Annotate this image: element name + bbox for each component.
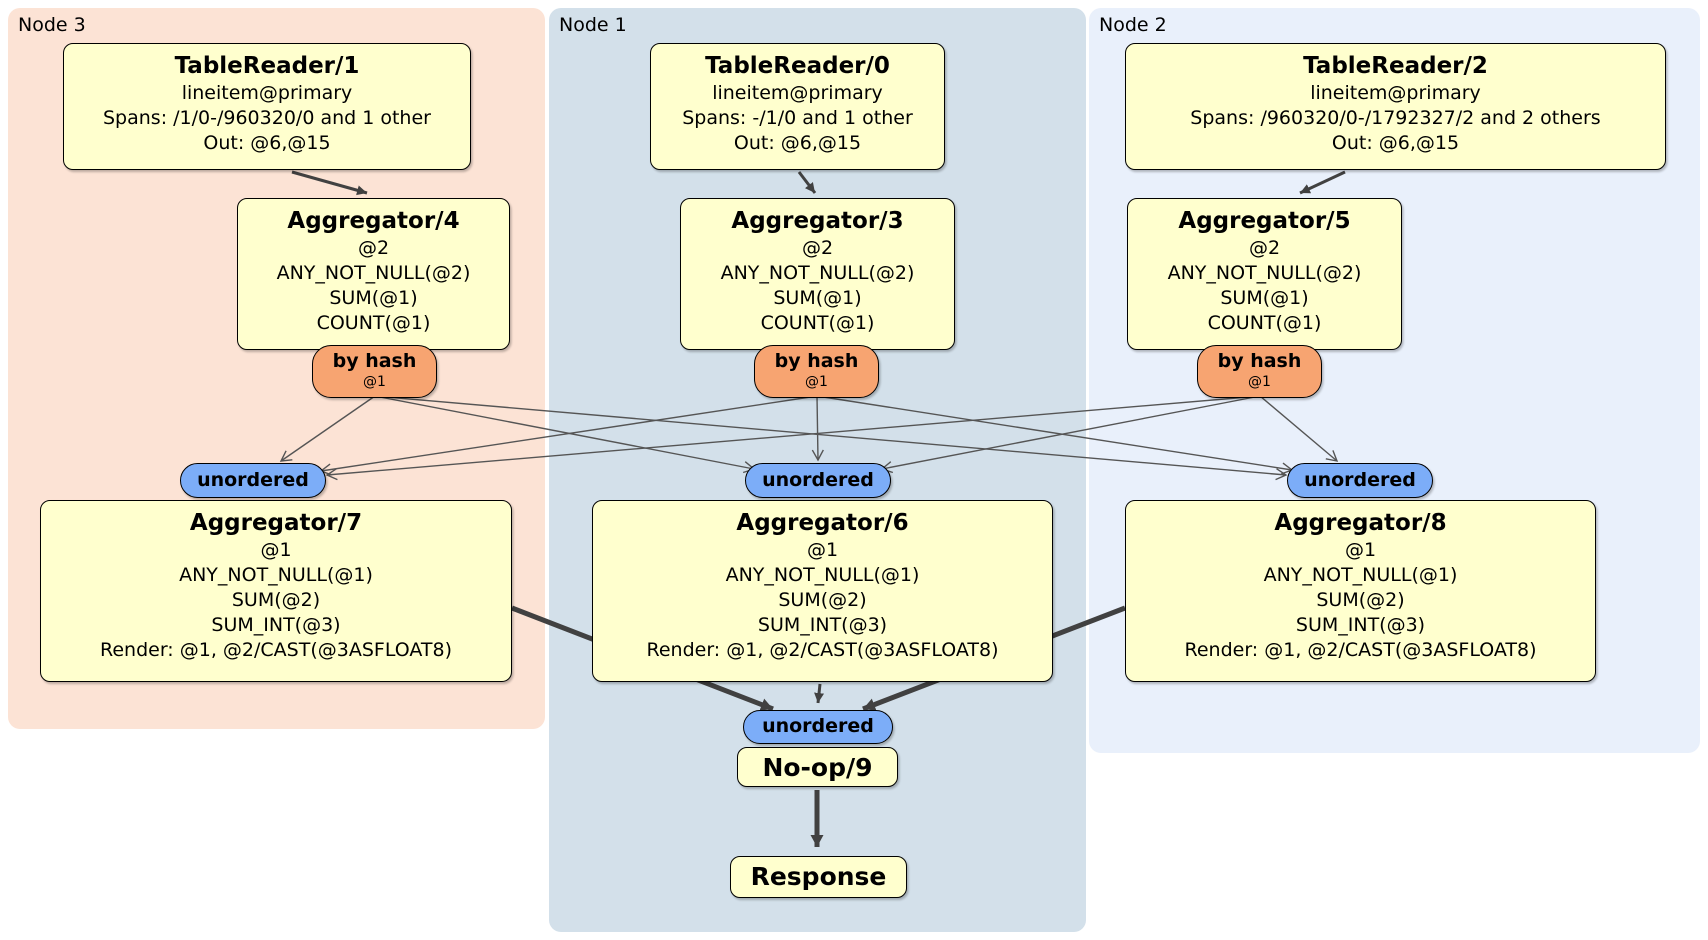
edge xyxy=(797,171,817,194)
edge xyxy=(325,395,1261,481)
hash-router-left: by hash @1 xyxy=(312,345,437,398)
reader-to-aggregator-arrows xyxy=(291,170,1346,704)
box-line: @1 xyxy=(260,539,292,561)
aggregator-7-box: Aggregator/7 @1 ANY_NOT_NULL(@1) SUM(@2)… xyxy=(40,500,512,682)
box-line: @1 xyxy=(806,539,839,561)
box-line: ANY_NOT_NULL(@1) xyxy=(1263,564,1458,586)
box-line: SUM(@1) xyxy=(1220,287,1309,309)
box-title: TableReader/1 xyxy=(174,53,360,79)
box-title: TableReader/2 xyxy=(1303,53,1488,79)
box-line: SUM(@2) xyxy=(1316,589,1405,611)
router-label: by hash xyxy=(1217,350,1302,372)
response-box: Response xyxy=(730,856,907,898)
aggregator-8-box: Aggregator/8 @1 ANY_NOT_NULL(@1) SUM(@2)… xyxy=(1125,500,1596,682)
router-sublabel: @1 xyxy=(805,374,828,390)
edge xyxy=(816,395,1294,475)
box-line: ANY_NOT_NULL(@1) xyxy=(179,564,373,586)
router-sublabel: @1 xyxy=(363,374,386,390)
box-line: COUNT(@1) xyxy=(316,312,431,334)
router-label: by hash xyxy=(332,350,417,372)
unordered-sync-left: unordered xyxy=(180,463,326,498)
tablereader-2-box: TableReader/2 lineitem@primary Spans: /9… xyxy=(1125,43,1666,170)
box-title: TableReader/0 xyxy=(705,53,890,79)
box-line: ANY_NOT_NULL(@2) xyxy=(720,262,915,284)
unordered-sync-center: unordered xyxy=(745,463,891,498)
noop-9-box: No-op/9 xyxy=(737,747,898,787)
box-line: Spans: /960320/0-/1792327/2 and 2 others xyxy=(1190,107,1601,129)
box-line: SUM_INT(@3) xyxy=(757,614,888,636)
hash-router-center: by hash @1 xyxy=(754,345,879,398)
node2-label: Node 2 xyxy=(1099,14,1167,36)
edge xyxy=(291,170,368,196)
box-line: Out: @6,@15 xyxy=(733,132,862,154)
box-line: ANY_NOT_NULL(@2) xyxy=(276,262,471,284)
tablereader-0-box: TableReader/0 lineitem@primary Spans: -/… xyxy=(650,43,945,170)
aggregator-6-box: Aggregator/6 @1 ANY_NOT_NULL(@1) SUM(@2)… xyxy=(592,500,1053,682)
unordered-sync-final: unordered xyxy=(743,710,893,744)
edge xyxy=(374,395,756,474)
edge xyxy=(279,395,376,462)
aggregator-3-box: Aggregator/3 @2 ANY_NOT_NULL(@2) SUM(@1)… xyxy=(680,198,955,350)
box-line: SUM_INT(@3) xyxy=(211,614,341,636)
box-line: @2 xyxy=(801,237,834,259)
box-line: SUM(@1) xyxy=(329,287,418,309)
box-line: ANY_NOT_NULL(@2) xyxy=(1167,262,1362,284)
tablereader-1-box: TableReader/1 lineitem@primary Spans: /1… xyxy=(63,43,471,170)
box-line: @2 xyxy=(357,237,390,259)
box-line: ANY_NOT_NULL(@1) xyxy=(725,564,920,586)
hash-router-right: by hash @1 xyxy=(1197,345,1322,398)
edge xyxy=(814,683,825,704)
box-title: Aggregator/8 xyxy=(1274,510,1447,536)
box-title: Aggregator/5 xyxy=(1178,208,1351,234)
box-title: Aggregator/4 xyxy=(287,208,460,234)
box-title: Aggregator/7 xyxy=(189,510,363,536)
box-title: Response xyxy=(750,862,887,891)
edge xyxy=(1299,170,1346,195)
box-line: lineitem@primary xyxy=(181,82,353,104)
box-line: SUM_INT(@3) xyxy=(1295,614,1426,636)
router-sublabel: @1 xyxy=(1248,374,1271,390)
box-line: @1 xyxy=(1344,539,1377,561)
box-line: @2 xyxy=(1248,237,1281,259)
node1-label: Node 1 xyxy=(559,14,627,36)
edge xyxy=(374,395,1288,481)
box-line: Render: @1, @2/CAST(@3ASFLOAT8) xyxy=(646,639,999,661)
box-line: Out: @6,@15 xyxy=(203,132,331,154)
edge xyxy=(319,395,818,476)
box-title: Aggregator/3 xyxy=(731,208,904,234)
box-line: COUNT(@1) xyxy=(1207,312,1322,334)
edge xyxy=(880,395,1261,474)
aggregator-4-box: Aggregator/4 @2 ANY_NOT_NULL(@2) SUM(@1)… xyxy=(237,198,510,350)
box-line: Render: @1, @2/CAST(@3ASFLOAT8) xyxy=(100,639,452,661)
router-label: by hash xyxy=(774,350,859,372)
box-title: Aggregator/6 xyxy=(736,510,909,536)
edge xyxy=(811,395,824,462)
box-line: SUM(@2) xyxy=(231,589,321,611)
node3-label: Node 3 xyxy=(18,14,86,36)
box-line: lineitem@primary xyxy=(712,82,883,104)
box-line: COUNT(@1) xyxy=(760,312,875,334)
aggregator-5-box: Aggregator/5 @2 ANY_NOT_NULL(@2) SUM(@1)… xyxy=(1127,198,1402,350)
box-line: Spans: /1/0-/960320/0 and 1 other xyxy=(103,107,431,129)
box-line: SUM(@2) xyxy=(778,589,867,611)
box-line: Render: @1, @2/CAST(@3ASFLOAT8) xyxy=(1184,639,1537,661)
box-line: lineitem@primary xyxy=(1310,82,1481,104)
box-line: SUM(@1) xyxy=(773,287,862,309)
box-line: Out: @6,@15 xyxy=(1331,132,1460,154)
unordered-sync-right: unordered xyxy=(1287,463,1433,498)
box-line: Spans: -/1/0 and 1 other xyxy=(682,107,913,129)
box-title: No-op/9 xyxy=(762,753,873,782)
hash-router-edges xyxy=(279,395,1339,481)
edge xyxy=(1259,395,1339,462)
